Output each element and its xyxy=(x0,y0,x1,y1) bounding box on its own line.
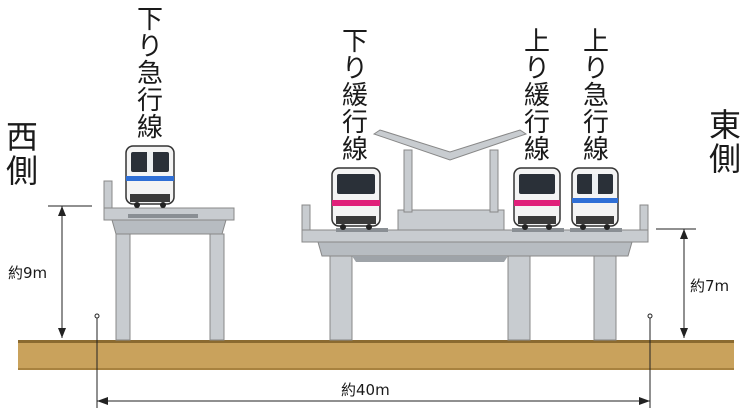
track-label-down-express: 下り急行線 xyxy=(137,5,163,143)
train-down-express xyxy=(125,145,175,208)
train-down-local xyxy=(331,167,381,230)
east-side-label: 東側 xyxy=(709,106,741,178)
train-up-local xyxy=(513,167,561,230)
east-viaduct xyxy=(301,129,649,341)
height-label-east: 約7m xyxy=(690,277,729,295)
track-label-down-local: 下り緩行線 xyxy=(342,27,368,165)
height-dimension-east xyxy=(656,228,696,338)
ground xyxy=(18,340,734,370)
track-label-up-express: 上り急行線 xyxy=(583,27,609,165)
track-label-up-local: 上り緩行線 xyxy=(524,27,550,165)
height-label-west: 約9m xyxy=(8,264,47,282)
height-dimension-west xyxy=(6,205,92,338)
west-side-label: 西側 xyxy=(6,118,38,190)
width-dimension xyxy=(94,313,653,408)
west-viaduct xyxy=(103,180,235,341)
train-up-express xyxy=(571,167,619,230)
width-label: 約40m xyxy=(341,381,390,399)
